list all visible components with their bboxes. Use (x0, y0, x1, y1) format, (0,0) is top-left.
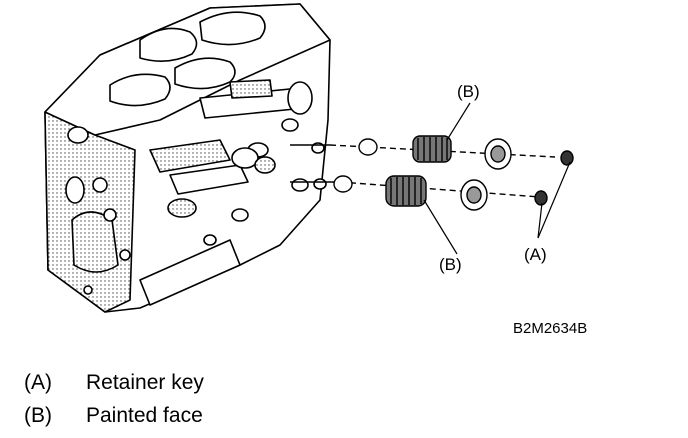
legend-text: Retainer key (86, 371, 204, 394)
valve-spring-lower (385, 175, 427, 207)
legend: (A) Retainer key (B) Painted face (24, 366, 204, 432)
valve-spring-upper (412, 135, 452, 163)
valve-seal-upper (358, 138, 378, 156)
callout-b-lower: (B) (439, 255, 462, 274)
valve-assembly-diagram: (B) (B) (A) B2M2634B (44, 3, 587, 337)
callout-leaders (423, 102, 571, 255)
spring-retainer-upper (484, 138, 512, 170)
legend-text: Painted face (86, 404, 203, 427)
retainer-key-upper (560, 150, 574, 166)
legend-key: (B) (24, 404, 52, 427)
spring-retainer-lower (460, 179, 488, 211)
valve-seal-lower (333, 175, 353, 193)
legend-item-b: (B) Painted face (24, 399, 204, 432)
cylinder-head (44, 3, 340, 313)
retainer-key-lower (534, 190, 548, 206)
valve-parts-lower (333, 175, 548, 211)
legend-item-a: (A) Retainer key (24, 366, 204, 399)
figure-code: B2M2634B (513, 320, 587, 337)
valve-parts-upper (329, 135, 574, 170)
callout-a: (A) (524, 245, 547, 264)
legend-key: (A) (24, 371, 52, 394)
callout-b-upper: (B) (457, 82, 480, 101)
